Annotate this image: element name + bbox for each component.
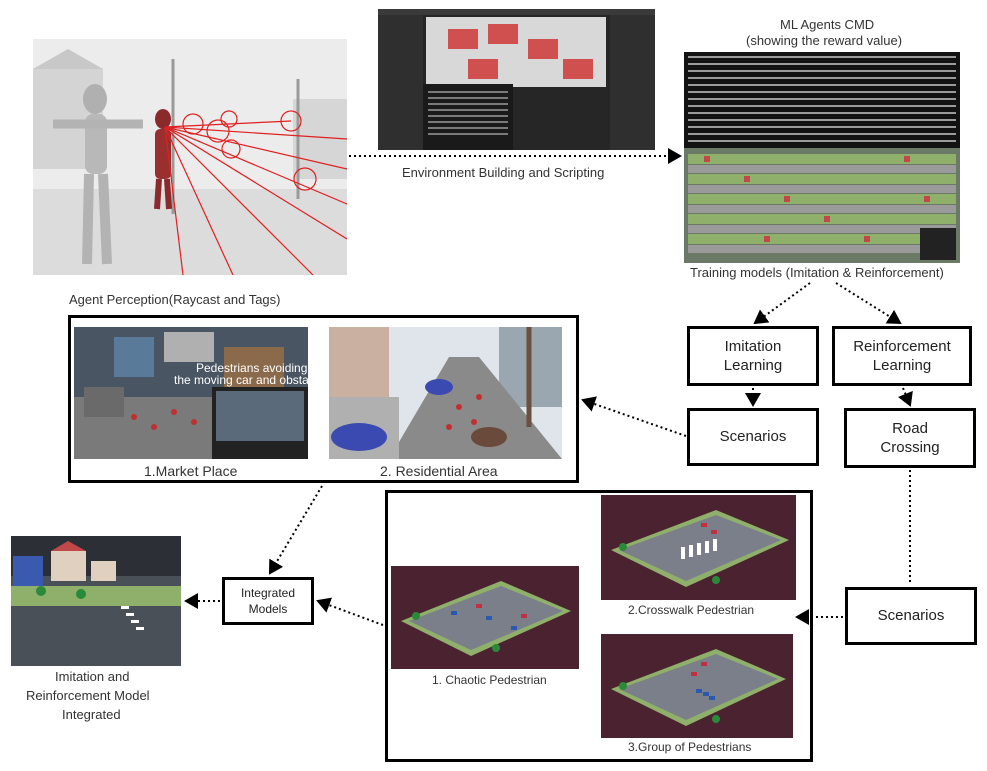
raycast-image	[33, 39, 347, 275]
ml-cmd-screenshot	[684, 52, 960, 148]
final-label-line2: Reinforcement Model	[26, 688, 150, 703]
reinforcement-line1: Reinforcement	[853, 337, 951, 355]
road-crossing-line2: Crossing	[880, 439, 940, 456]
final-label-line3: Integrated	[62, 707, 121, 722]
group-pedestrians-image	[601, 634, 793, 738]
market-place-label: 1.Market Place	[144, 463, 238, 479]
chaotic-pedestrian-image	[391, 566, 579, 669]
scenarios-right-box: Scenarios	[845, 587, 977, 645]
road-crossing-box: Road Crossing	[844, 408, 976, 468]
arrow-training-to-imitation	[753, 282, 811, 325]
chaotic-pedestrian-label: 1. Chaotic Pedestrian	[432, 673, 547, 687]
scenarios-right-text: Scenarios	[877, 607, 945, 625]
group-pedestrians-label: 3.Group of Pedestrians	[628, 740, 752, 754]
integrated-line2: Models	[248, 602, 288, 616]
crosswalk-pedestrian-image	[601, 495, 796, 600]
ml-cmd-label-line2: (showing the reward value)	[746, 33, 903, 48]
crosswalk-pedestrian-label: 2.Crosswalk Pedestrian	[628, 603, 755, 617]
arrow-reinforcement-to-roadcrossing	[898, 387, 913, 407]
scenarios-left-box: Scenarios	[687, 408, 819, 466]
pedestrians-overlay-line1: Pedestrians avoiding	[196, 361, 308, 375]
imitation-line2: Learning	[723, 357, 783, 374]
residential-area-label: 2. Residential Area	[380, 463, 498, 479]
env-building-label: Environment Building and Scripting	[402, 165, 605, 180]
raycast-illustration	[33, 39, 347, 275]
pedestrians-overlay-line2: the moving car and obstacles	[174, 373, 331, 387]
agent-perception-label: Agent Perception(Raycast and Tags)	[69, 292, 281, 307]
imitation-learning-box: Imitation Learning	[687, 326, 819, 386]
arrow-perception-to-integrated	[268, 485, 323, 575]
training-city-screenshot	[684, 148, 960, 263]
training-models-label: Training models (Imitation & Reinforceme…	[690, 265, 944, 280]
scenarios-left-text: Scenarios	[719, 428, 787, 446]
reinforcement-learning-box: Reinforcement Learning	[832, 326, 972, 386]
editor-screenshot	[378, 9, 655, 150]
imitation-line1: Imitation	[724, 337, 782, 355]
final-label-line1: Imitation and	[55, 669, 130, 684]
market-place-image	[74, 327, 308, 459]
reinforcement-line2: Learning	[872, 357, 932, 374]
residential-area-image	[329, 327, 562, 459]
integrated-line1: Integrated	[240, 585, 296, 600]
ml-cmd-label-line1: ML Agents CMD	[780, 17, 875, 32]
arrow-scenariosbox-to-integrated	[316, 597, 384, 626]
road-crossing-line1: Road	[892, 419, 928, 437]
arrow-scenarios-to-perception	[581, 396, 687, 437]
arrow-training-to-reinforcement	[835, 282, 902, 325]
integrated-models-box: Integrated Models	[222, 577, 314, 625]
integrated-model-image	[11, 536, 181, 666]
